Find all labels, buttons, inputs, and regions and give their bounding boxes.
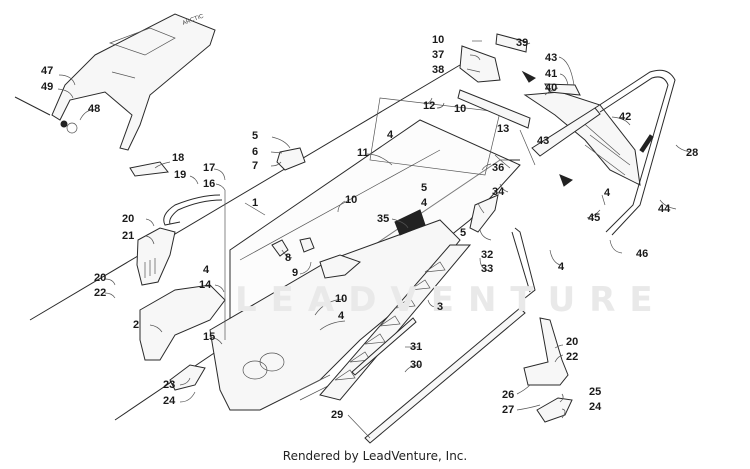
bracket-38[interactable] — [459, 45, 501, 83]
callout-34[interactable]: 34 — [492, 186, 505, 198]
snow-flap-21[interactable] — [136, 227, 176, 286]
callout-47[interactable]: 47 — [41, 65, 54, 77]
step-25[interactable] — [536, 397, 573, 423]
callout-49[interactable]: 49 — [41, 81, 54, 93]
callout-37[interactable]: 37 — [432, 49, 445, 61]
seat-bolt-49 — [14, 96, 51, 116]
callout-28[interactable]: 28 — [686, 147, 699, 159]
leader-29 — [347, 414, 371, 439]
callout-20-right[interactable]: 20 — [566, 336, 579, 348]
plate-23[interactable] — [169, 364, 206, 391]
rear-bracket-13[interactable] — [457, 89, 531, 129]
callout-40[interactable]: 40 — [545, 82, 558, 94]
callout-35[interactable]: 35 — [377, 213, 390, 225]
callout-23[interactable]: 23 — [163, 379, 176, 391]
callout-4-bumper[interactable]: 4 — [604, 187, 611, 199]
callout-33[interactable]: 33 — [481, 263, 494, 275]
callout-5-top[interactable]: 5 — [252, 130, 259, 142]
callout-10-right[interactable]: 10 — [454, 103, 467, 115]
callout-24-left[interactable]: 24 — [163, 395, 176, 407]
bracket-2[interactable] — [139, 284, 226, 361]
callout-18[interactable]: 18 — [172, 152, 185, 164]
callout-22-right[interactable]: 22 — [566, 351, 579, 363]
arrow-indicator — [559, 174, 573, 187]
callout-26[interactable]: 26 — [502, 389, 515, 401]
callout-10-top[interactable]: 10 — [432, 34, 445, 46]
callout-46[interactable]: 46 — [636, 248, 649, 260]
bracket-32[interactable] — [469, 194, 499, 233]
callout-1[interactable]: 1 — [252, 197, 259, 209]
callout-10-lower[interactable]: 10 — [335, 293, 348, 305]
taillight-39[interactable] — [495, 33, 528, 53]
rail-37[interactable] — [531, 107, 601, 157]
callout-42[interactable]: 42 — [619, 111, 632, 123]
taillight-assembly[interactable] — [523, 83, 641, 186]
callout-20-upper[interactable]: 20 — [122, 213, 135, 225]
callout-4-center-top[interactable]: 4 — [387, 129, 394, 141]
callout-39[interactable]: 39 — [516, 37, 529, 49]
callout-17[interactable]: 17 — [203, 162, 216, 174]
running-board[interactable] — [319, 244, 472, 401]
callout-30[interactable]: 30 — [410, 359, 423, 371]
callout-45[interactable]: 45 — [588, 212, 601, 224]
callout-21[interactable]: 21 — [122, 230, 135, 242]
seat-washer-48 — [60, 120, 78, 134]
callout-8[interactable]: 8 — [285, 252, 292, 264]
callout-25[interactable]: 25 — [589, 386, 602, 398]
callout-5-right[interactable]: 5 — [460, 227, 467, 239]
rod-30[interactable] — [364, 307, 526, 444]
callout-12[interactable]: 12 — [423, 100, 436, 112]
bracket-35[interactable] — [319, 209, 426, 279]
callout-44[interactable]: 44 — [658, 203, 671, 215]
callout-29[interactable]: 29 — [331, 409, 344, 421]
callout-16[interactable]: 16 — [203, 178, 216, 190]
callout-22-left[interactable]: 22 — [94, 287, 107, 299]
callout-43-top[interactable]: 43 — [545, 52, 558, 64]
callout-27[interactable]: 27 — [502, 404, 515, 416]
plate-9[interactable] — [299, 237, 315, 253]
callout-2[interactable]: 2 — [133, 319, 140, 331]
callout-11[interactable]: 11 — [357, 147, 369, 159]
callout-4-lower[interactable]: 4 — [338, 310, 345, 322]
callout-10-center[interactable]: 10 — [345, 194, 358, 206]
callout-24-right[interactable]: 24 — [589, 401, 602, 413]
foot-rest-26[interactable] — [523, 317, 569, 386]
rod-31[interactable] — [351, 317, 417, 376]
callout-9[interactable]: 9 — [292, 267, 299, 279]
callout-31[interactable]: 31 — [410, 341, 423, 353]
callout-7[interactable]: 7 — [252, 160, 259, 172]
bracket-7[interactable] — [276, 147, 306, 171]
leader-lines — [57, 40, 691, 419]
chain-33[interactable] — [511, 227, 536, 299]
callout-43-lower[interactable]: 43 — [537, 135, 550, 147]
callout-4-center[interactable]: 4 — [421, 197, 428, 209]
callout-32[interactable]: 32 — [481, 249, 494, 261]
callout-36[interactable]: 36 — [492, 162, 505, 174]
callout-3[interactable]: 3 — [437, 301, 444, 313]
footer-credit: Rendered by LeadVenture, Inc. — [282, 449, 468, 463]
callout-48[interactable]: 48 — [88, 103, 101, 115]
watermark: LEADVENTURE — [235, 280, 667, 320]
callout-14[interactable]: 14 — [199, 279, 212, 291]
rear-bumper[interactable] — [594, 69, 676, 236]
callout-13[interactable]: 13 — [497, 123, 510, 135]
callout-4-left[interactable]: 4 — [203, 264, 210, 276]
plate-8[interactable] — [271, 239, 289, 257]
callout-38[interactable]: 38 — [432, 64, 445, 76]
callout-5-center[interactable]: 5 — [421, 182, 428, 194]
handle-16[interactable] — [163, 194, 223, 226]
callout-4-right-lower[interactable]: 4 — [558, 261, 565, 273]
callout-41[interactable]: 41 — [545, 68, 558, 80]
callout-20-lower[interactable]: 20 — [94, 272, 107, 284]
callout-6[interactable]: 6 — [252, 146, 259, 158]
callout-19[interactable]: 19 — [174, 169, 187, 181]
callout-15[interactable]: 15 — [203, 331, 216, 343]
arrow-indicator — [521, 70, 536, 83]
